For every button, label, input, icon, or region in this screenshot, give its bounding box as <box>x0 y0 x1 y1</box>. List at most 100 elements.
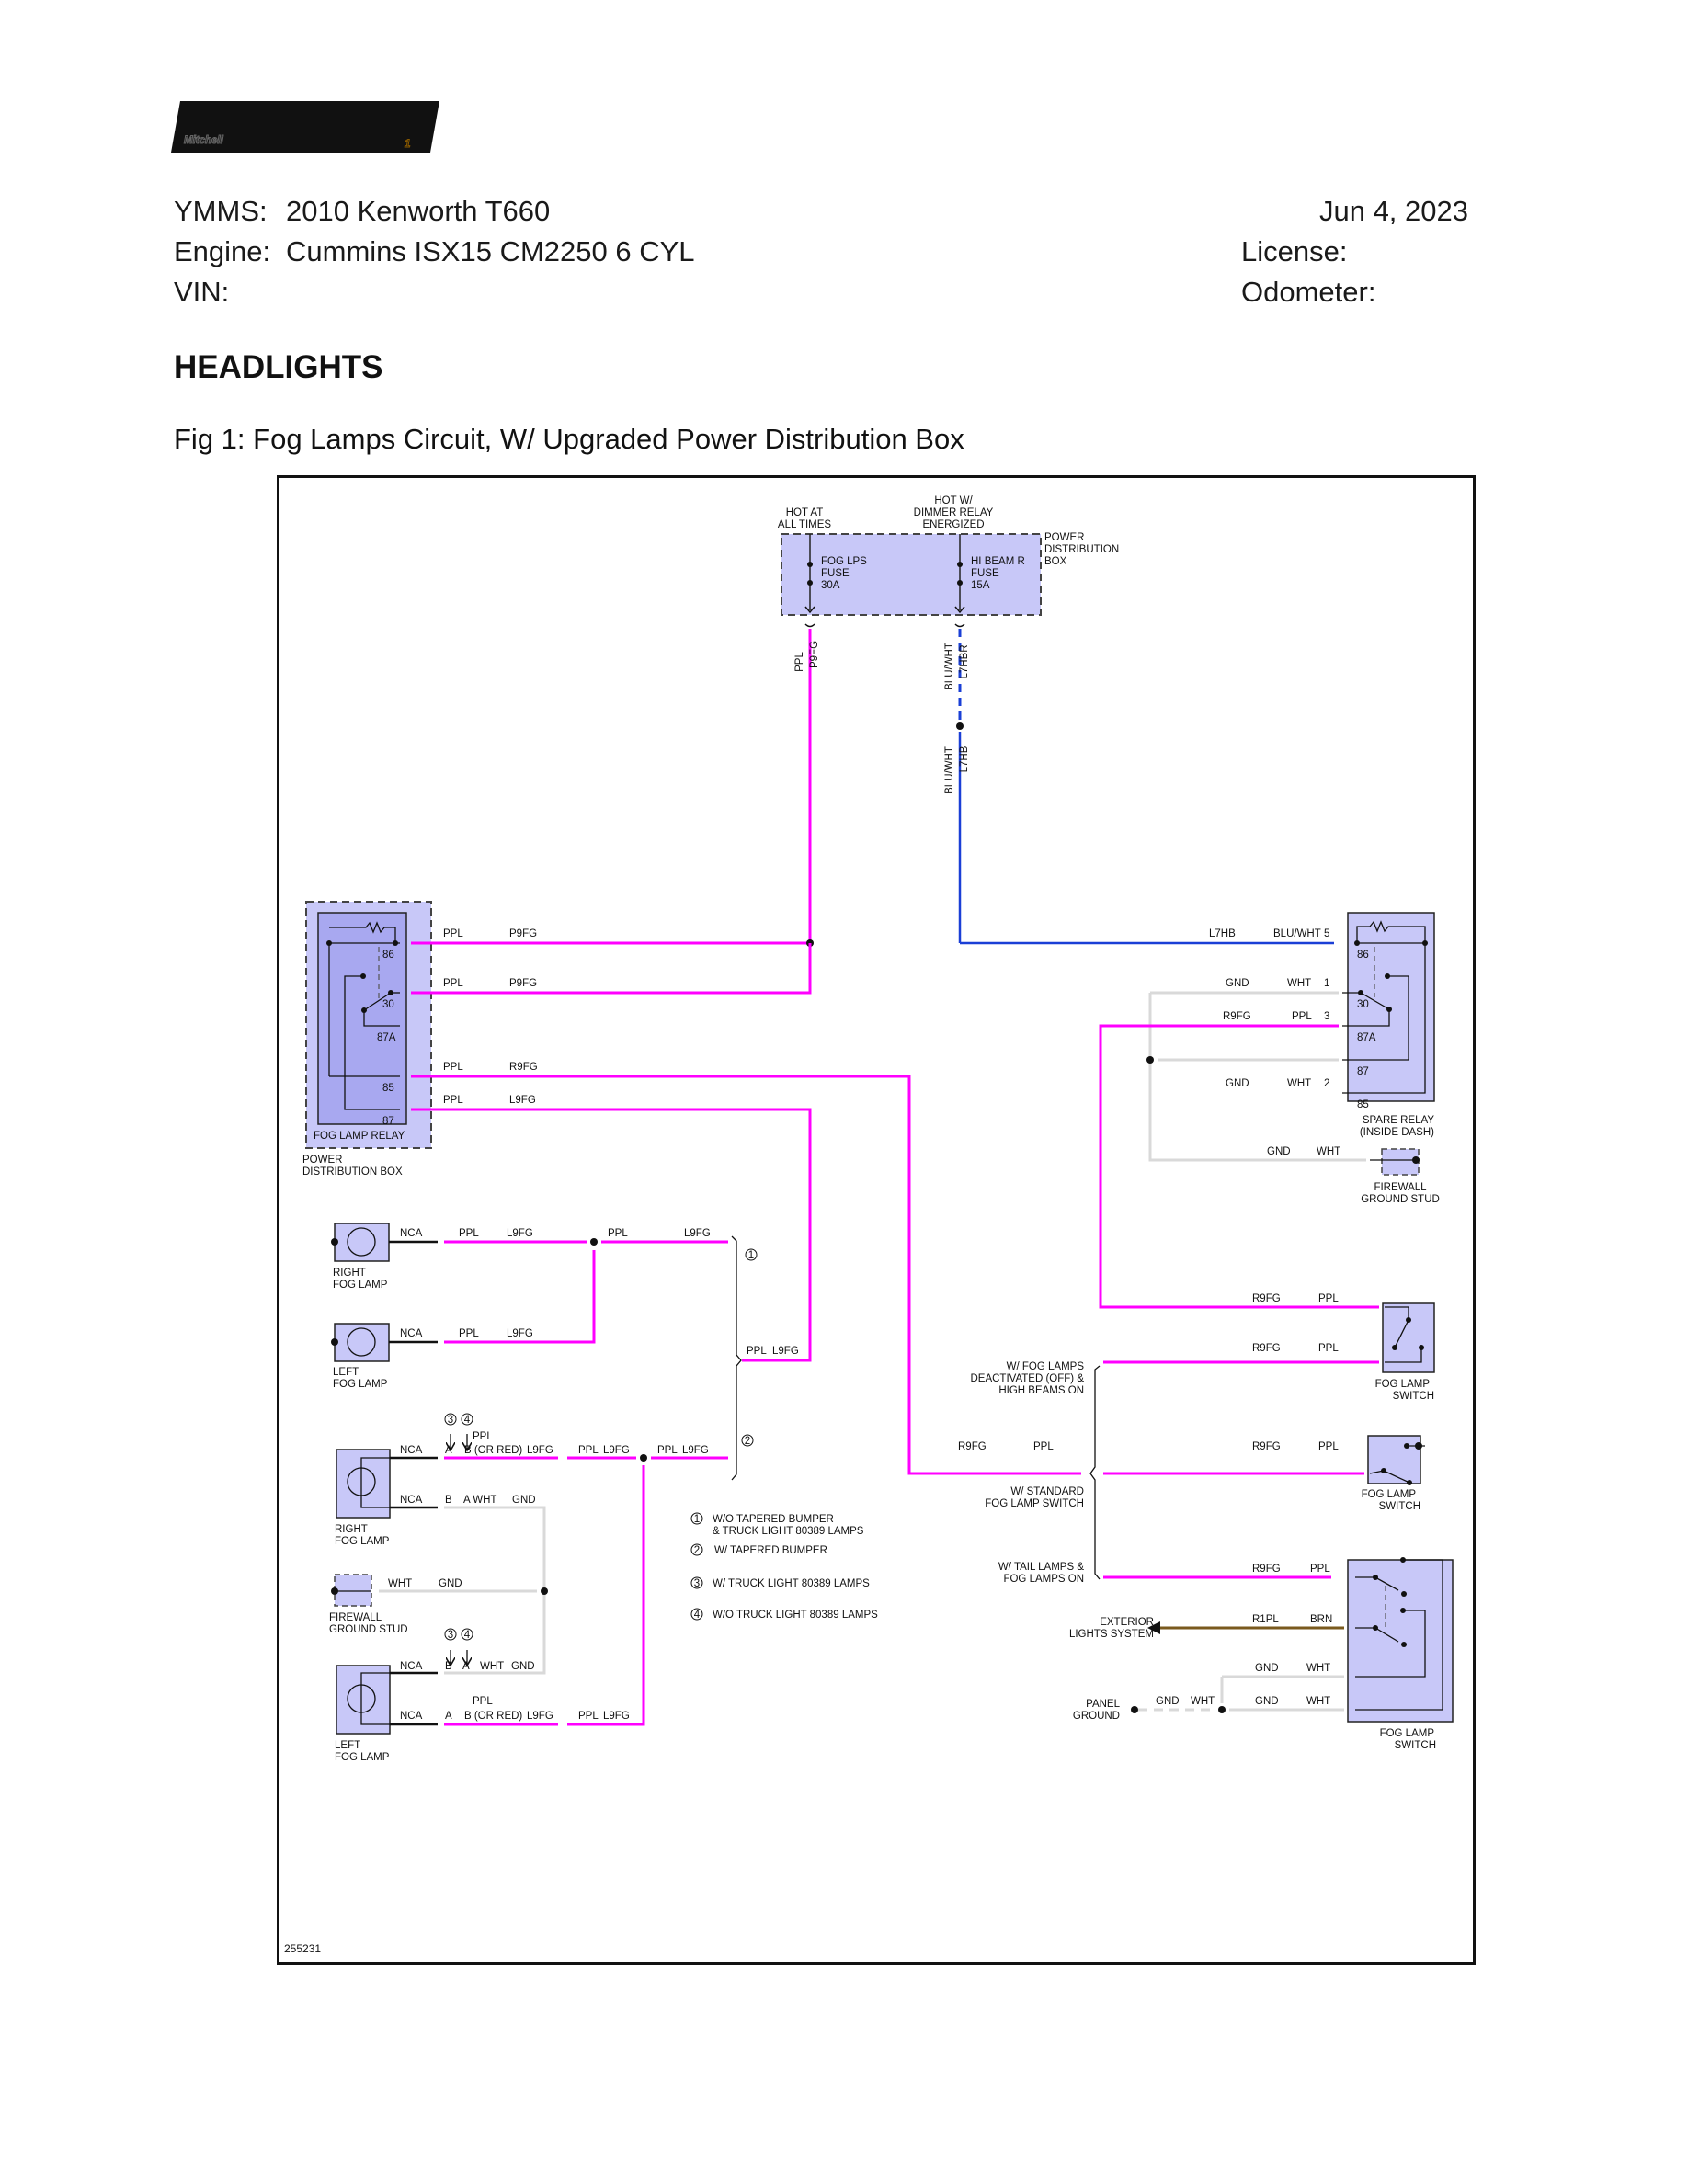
note-marker-4: 4 <box>464 1630 471 1641</box>
wire-color-label: PPL <box>443 978 463 989</box>
wire-l7hbr-vertical: BLU/WHT L7HBR BLU/WHT L7HB <box>944 629 1334 945</box>
right-fog-lamp-label-2: FOG LAMP <box>333 1280 388 1291</box>
pin-label: 85 <box>1357 1099 1369 1110</box>
wire-circuit-label: P9FG <box>509 928 537 939</box>
wire-color-label: PPL <box>578 1445 599 1456</box>
note-marker-4: 4 <box>464 1415 471 1426</box>
wire-color-label: PPL <box>657 1445 678 1456</box>
legend-marker: 2 <box>694 1545 700 1556</box>
engine-value: Cummins ISX15 CM2250 6 CYL <box>286 235 695 267</box>
right-fog-lamp-label-2: FOG LAMP <box>335 1536 390 1547</box>
fog-lps-fuse-label: FOG LPS <box>821 556 867 567</box>
vin-row: VIN: <box>174 276 286 309</box>
wire-color-label: PPL <box>443 1095 463 1106</box>
wire-color-label: NCA <box>400 1711 423 1722</box>
wire-color-label: PPL <box>1310 1564 1330 1575</box>
pin-label: B <box>445 1661 452 1672</box>
ymms-label: YMMS: <box>174 195 268 227</box>
wire-color-label: NCA <box>400 1228 423 1239</box>
wire-p9fg-vertical: PPL P9FG <box>794 629 820 943</box>
wire-color-label: PPL <box>443 1062 463 1073</box>
legend-marker: 3 <box>694 1578 700 1589</box>
pin-label: 86 <box>1357 950 1369 961</box>
license-label: License: <box>1241 235 1348 267</box>
wire-color-label: PPL <box>1318 1343 1339 1354</box>
left-fog-lamp-label: LEFT <box>335 1740 360 1751</box>
hot-dimmer-label-3: ENERGIZED <box>922 519 984 530</box>
odometer-label: Odometer: <box>1241 276 1376 308</box>
variant-label: W/ FOG LAMPS <box>1007 1361 1085 1372</box>
fog-lamp-switch-label: FOG LAMP <box>1375 1379 1431 1390</box>
fog-lamps-variant2: 3 4 3 4 PPL NCA A B (OR RED) L9FG PPL L9… <box>329 1413 728 1763</box>
fog-lps-fuse-rating: 30A <box>821 580 840 591</box>
exterior-lights-label: EXTERIOR <box>1100 1617 1154 1628</box>
note-marker-1: 1 <box>748 1250 754 1261</box>
left-fog-lamp-label-2: FOG LAMP <box>333 1379 388 1390</box>
wire-circuit-label: GND <box>1156 1696 1180 1707</box>
legend-text: W/O TAPERED BUMPER <box>713 1514 834 1525</box>
wire-color-label: A WHT <box>463 1495 496 1506</box>
variant-label: W/ STANDARD <box>1010 1486 1084 1497</box>
variant-label: FOG LAMP SWITCH <box>985 1498 1084 1509</box>
pdb-fuse-box: HOT AT ALL TIMES HOT W/ DIMMER RELAY ENE… <box>778 495 1119 628</box>
wire-color-label: WHT <box>480 1661 504 1672</box>
wire-circuit-label: L9FG <box>682 1445 709 1456</box>
legend-text: W/ TAPERED BUMPER <box>714 1545 827 1556</box>
legend-marker: 4 <box>694 1610 701 1621</box>
note-marker-3: 3 <box>448 1630 453 1641</box>
wire-color-label: WHT <box>388 1578 412 1589</box>
pin-label: 30 <box>382 999 394 1010</box>
relay-wires: PPL P9FG PPL P9FG PPL R9FG PPL L9FG <box>411 928 1081 1475</box>
wire-circuit-label: L9FG <box>527 1445 553 1456</box>
pin-label: 87 <box>1357 1066 1369 1077</box>
diagram-frame <box>277 475 1476 1965</box>
pin-label: A <box>445 1711 452 1722</box>
variant-label: DEACTIVATED (OFF) & <box>970 1373 1084 1384</box>
wire-circuit-label: R9FG <box>509 1062 538 1073</box>
wire-circuit-label: GND <box>1226 1078 1249 1089</box>
wire-color-label: WHT <box>1317 1146 1340 1157</box>
pdb-box-label: POWER <box>302 1155 342 1166</box>
wire-color-label: PPL <box>1033 1441 1054 1452</box>
pin-label: 87A <box>377 1032 396 1043</box>
hot-dimmer-label-2: DIMMER RELAY <box>914 507 994 518</box>
spare-relay-title-2: (INSIDE DASH) <box>1360 1127 1434 1138</box>
wire-circuit-label: GND <box>1255 1696 1279 1707</box>
hi-beam-fuse-label-2: FUSE <box>971 568 999 579</box>
wire-color-label: BRN <box>1310 1614 1332 1625</box>
pin-label: 30 <box>1357 999 1369 1010</box>
spare-relay-wires: L7HB BLU/WHT 5 GND WHT 1 R9FG PPL 3 GND … <box>1099 928 1440 1309</box>
mitchell1-logo: Mitchell 1 <box>171 96 443 156</box>
pin-label: A <box>462 1661 470 1672</box>
legend-marker: 1 <box>694 1514 700 1525</box>
pdb-label-2: DISTRIBUTION <box>1044 544 1119 555</box>
hot-at-all-times-label: HOT AT <box>786 507 823 518</box>
wire-circuit-label: R9FG <box>1252 1293 1281 1304</box>
wire-circuit-label: L9FG <box>509 1095 536 1106</box>
firewall-ground-label-2: GROUND STUD <box>1361 1194 1440 1205</box>
ymms-row: YMMS: 2010 Kenworth T660 <box>174 195 550 228</box>
wire-circuit-label: L9FG <box>603 1445 630 1456</box>
ymms-value: 2010 Kenworth T660 <box>286 195 551 227</box>
fog-lps-fuse-label-2: FUSE <box>821 568 850 579</box>
wire-color-label: WHT <box>1306 1663 1330 1674</box>
pin-number: 2 <box>1324 1078 1329 1089</box>
pin-label: 86 <box>382 950 394 961</box>
fog-lamp-switch-label-2: SWITCH <box>1379 1501 1420 1512</box>
wire-color-label: PPL <box>459 1328 479 1339</box>
pin-number: 3 <box>1324 1011 1329 1022</box>
fog-lamp-switch-variants: R9FG PPL R9FG PPL R9FG PPL R9FG PPL R9FG… <box>958 1293 1454 1751</box>
note-marker-3: 3 <box>448 1415 453 1426</box>
notes-legend: 1 W/O TAPERED BUMPER & TRUCK LIGHT 80389… <box>690 1512 878 1621</box>
variant-label: FOG LAMPS ON <box>1003 1574 1084 1585</box>
odometer-row: Odometer: <box>1241 276 1375 309</box>
fog-lamp-relay-title: FOG LAMP RELAY <box>314 1131 405 1142</box>
variant-label: HIGH BEAMS ON <box>998 1385 1084 1396</box>
wire-circuit-label: GND <box>1267 1146 1291 1157</box>
note-marker-2: 2 <box>745 1436 750 1447</box>
wire-color-label: NCA <box>400 1445 423 1456</box>
wire-circuit-label: P9FG <box>809 641 820 668</box>
logo-mark: 1 <box>405 139 410 150</box>
variant-label: W/ TAIL LAMPS & <box>998 1562 1084 1573</box>
pin-label: 87A <box>1357 1032 1376 1043</box>
